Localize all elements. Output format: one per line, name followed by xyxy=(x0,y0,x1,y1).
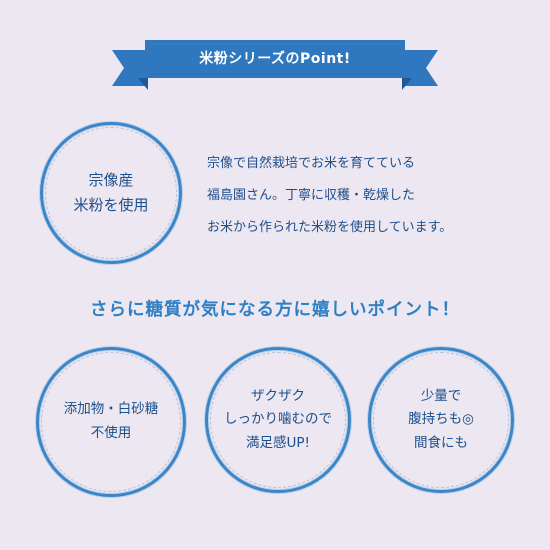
main-badge-text: 宗像産 米粉を使用 xyxy=(40,122,182,264)
badge-ring xyxy=(368,347,514,493)
badge-ring xyxy=(36,347,186,497)
badge-ring-inner xyxy=(45,127,177,259)
badge-text: 少量で 腹持ちも◎ 間食にも xyxy=(368,347,514,493)
badge-2-line-2: しっかり噛むので xyxy=(224,411,332,428)
badge-2-line-3: 満足感UP! xyxy=(246,434,310,451)
badge-ring-inner xyxy=(210,352,346,488)
main-point-badge: 宗像産 米粉を使用 xyxy=(40,122,182,264)
badge-1-line-1: 添加物・白砂糖 xyxy=(63,401,159,418)
badge-3-line-3: 間食にも xyxy=(414,434,468,451)
badge-text: 添加物・白砂糖 不使用 xyxy=(36,347,186,497)
point-badge-additive-free: 添加物・白砂糖 不使用 xyxy=(36,347,186,497)
badge-ring xyxy=(40,122,182,264)
badge-3-line-1: 少量で xyxy=(420,387,462,404)
point-badge-filling: 少量で 腹持ちも◎ 間食にも xyxy=(368,347,514,493)
badge-ring-inner xyxy=(373,352,509,488)
badge-3-line-2: 腹持ちも◎ xyxy=(408,411,474,428)
badge-text: ザクザク しっかり噛むので 満足感UP! xyxy=(205,347,351,493)
ribbon-shape xyxy=(112,40,438,90)
point-badge-crunchy: ザクザク しっかり噛むので 満足感UP! xyxy=(205,347,351,493)
banner-title: 米粉シリーズのPoint! xyxy=(199,51,351,67)
ribbon-banner: 米粉シリーズのPoint! xyxy=(0,0,550,100)
headline: さらに糖質が気になる方に嬉しいポイント！ xyxy=(90,300,460,320)
badge-2-line-1: ザクザク xyxy=(251,387,305,404)
description-text: 宗像で自然栽培でお米を育てている 福島園さん。丁寧に収穫・乾燥した お米から作ら… xyxy=(207,148,537,244)
description-line-3: お米から作られた米粉を使用しています。 xyxy=(207,220,453,235)
main-badge-line-2: 米粉を使用 xyxy=(73,196,149,214)
description-line-1: 宗像で自然栽培でお米を育てている xyxy=(207,156,416,171)
description-line-2: 福島園さん。丁寧に収穫・乾燥した xyxy=(207,188,416,203)
main-badge-line-1: 宗像産 xyxy=(88,170,134,189)
badge-ring-inner xyxy=(41,352,181,492)
badge-1-line-2: 不使用 xyxy=(90,425,132,441)
badge-ring xyxy=(205,347,351,493)
